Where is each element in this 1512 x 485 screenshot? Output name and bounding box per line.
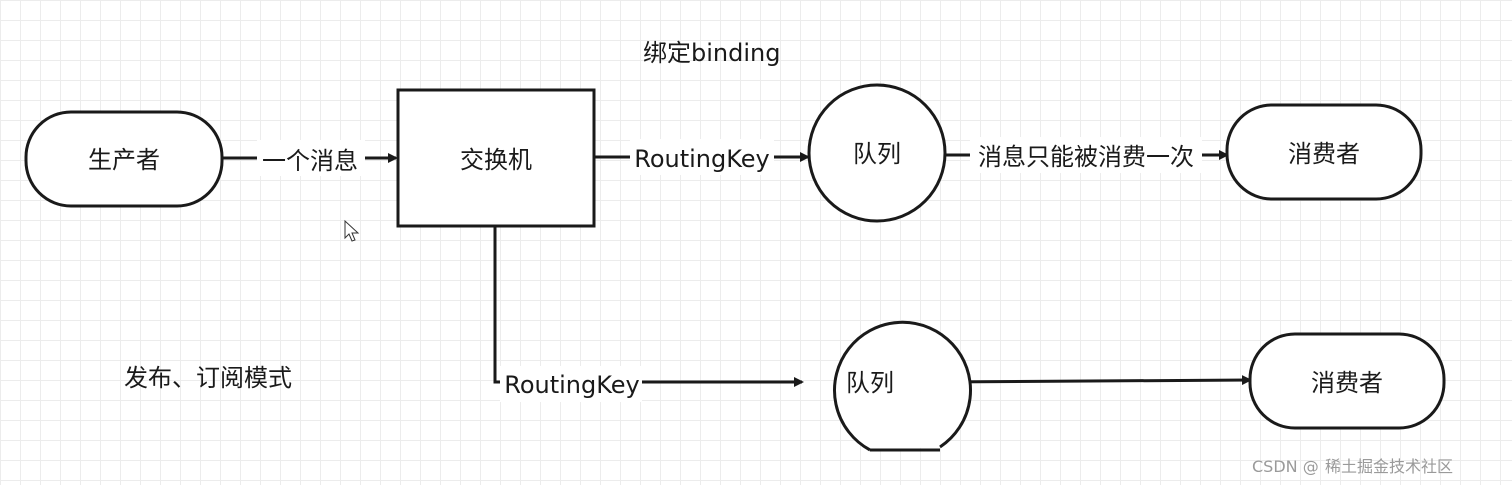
binding-label: 绑定binding <box>643 39 780 67</box>
queue-bottom-label: 队列 <box>846 369 894 397</box>
consumer-bottom-node[interactable]: 消费者 <box>1248 332 1446 430</box>
producer-label: 生产者 <box>88 146 160 174</box>
queue-bottom-node[interactable]: 队列 <box>833 320 972 452</box>
cursor-icon <box>344 219 360 242</box>
exchange-node[interactable]: 交换机 <box>396 88 596 228</box>
edge-exchange-queue-bottom-line <box>493 226 804 387</box>
consumer-top-label: 消费者 <box>1288 140 1360 168</box>
consumer-bottom-label: 消费者 <box>1311 369 1383 397</box>
edge-label-one-message: 一个消息 <box>262 147 358 175</box>
queue-top-label: 队列 <box>853 140 901 168</box>
watermark-text: 稀土掘金技术社区 <box>1325 457 1453 476</box>
exchange-label: 交换机 <box>460 146 532 174</box>
mode-label: 发布、订阅模式 <box>124 364 292 392</box>
edge-label-routingkey-bottom: RoutingKey <box>504 371 640 399</box>
consumer-top-node[interactable]: 消费者 <box>1225 103 1423 201</box>
edge-queue-consumer-bottom-line <box>939 375 1252 386</box>
watermark-site: CSDN @ <box>1252 457 1319 476</box>
edge-label-routingkey-top: RoutingKey <box>634 145 770 173</box>
producer-node[interactable]: 生产者 <box>24 110 224 208</box>
edge-label-consume-once: 消息只能被消费一次 <box>978 143 1194 171</box>
queue-top-node[interactable]: 队列 <box>807 83 947 223</box>
